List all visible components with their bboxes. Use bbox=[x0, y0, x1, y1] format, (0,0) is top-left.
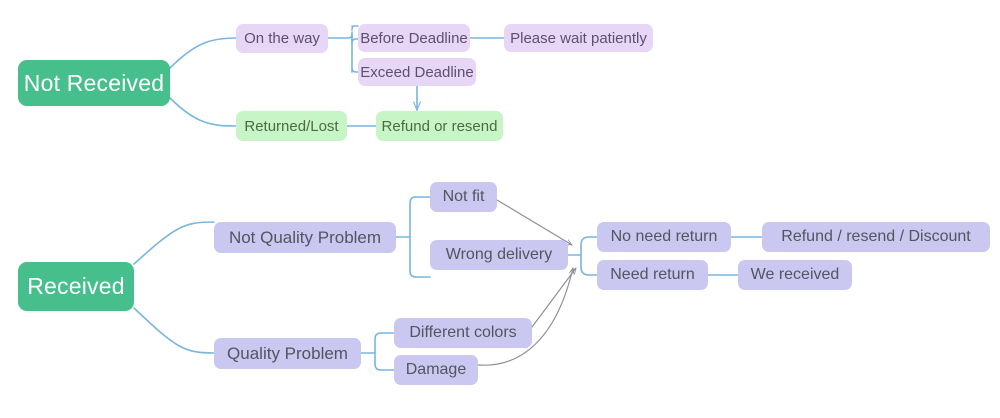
node-quality-problem[interactable]: Quality Problem bbox=[214, 338, 361, 369]
edge-qp-bracket bbox=[374, 332, 382, 371]
node-different-colors[interactable]: Different colors bbox=[394, 318, 532, 348]
node-not-received[interactable]: Not Received bbox=[18, 60, 170, 106]
node-we-received[interactable]: We received bbox=[738, 260, 852, 290]
node-damage[interactable]: Damage bbox=[394, 355, 478, 385]
node-need-return[interactable]: Need return bbox=[597, 260, 708, 290]
node-refund-resend-discount[interactable]: Refund / resend / Discount bbox=[762, 222, 990, 252]
node-returned-lost[interactable]: Returned/Lost bbox=[236, 111, 347, 141]
edge-notreceived-ontheway bbox=[169, 37, 237, 69]
edge-received-qualityproblem bbox=[133, 307, 215, 354]
node-received[interactable]: Received bbox=[18, 262, 134, 311]
edge-notreceived-returnedlost bbox=[169, 97, 237, 127]
node-on-the-way[interactable]: On the way bbox=[236, 24, 328, 53]
node-before-deadline[interactable]: Before Deadline bbox=[358, 24, 470, 52]
edge-damage-junction bbox=[477, 268, 573, 366]
edge-notfit-junction bbox=[496, 199, 572, 246]
edge-nqp-bracket bbox=[409, 196, 417, 278]
edge-received-notqualityproblem bbox=[133, 221, 215, 265]
edge-bracket-before-deadline bbox=[341, 33, 359, 44]
edge-differentcolors-junction bbox=[531, 268, 576, 328]
node-no-need-return[interactable]: No need return bbox=[597, 222, 731, 252]
edge-junction-bracket bbox=[580, 236, 590, 276]
node-wrong-delivery[interactable]: Wrong delivery bbox=[430, 240, 568, 270]
node-exceed-deadline[interactable]: Exceed Deadline bbox=[358, 58, 476, 86]
node-not-quality-problem[interactable]: Not Quality Problem bbox=[214, 222, 396, 253]
node-refund-or-resend[interactable]: Refund or resend bbox=[376, 111, 503, 141]
node-please-wait-patiently[interactable]: Please wait patiently bbox=[504, 24, 653, 52]
node-not-fit[interactable]: Not fit bbox=[430, 182, 497, 212]
